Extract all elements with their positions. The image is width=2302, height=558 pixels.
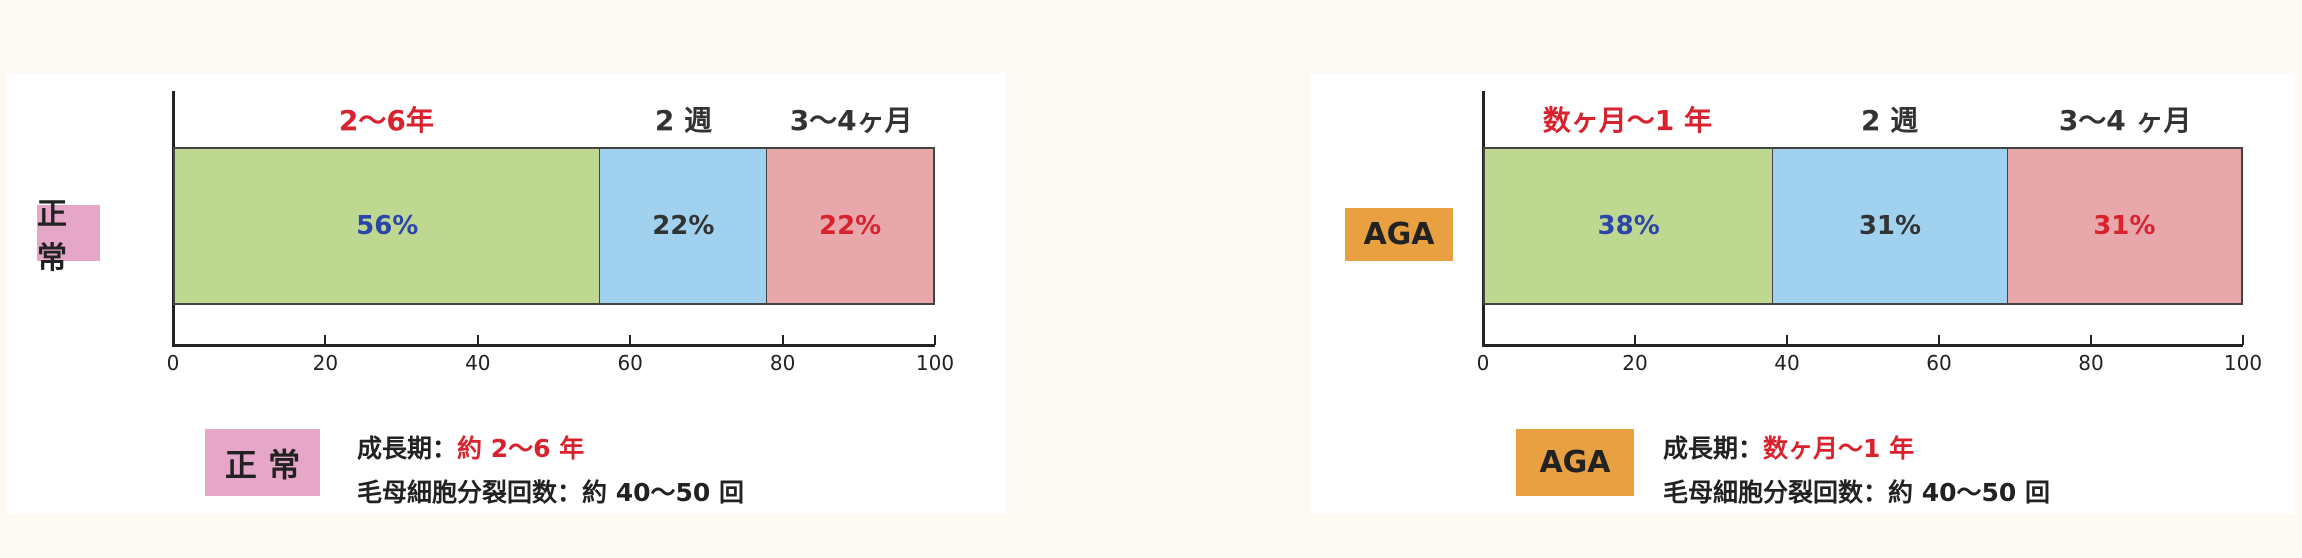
segment-name-label: 2〜6年 bbox=[338, 104, 434, 137]
x-tick bbox=[629, 335, 632, 345]
segment-name-label: 2 週 bbox=[654, 104, 713, 137]
bar-segment: 22% bbox=[599, 149, 767, 303]
x-tick bbox=[324, 335, 327, 345]
x-tick bbox=[2090, 335, 2092, 345]
division-count-line: 毛母細胞分裂回数：約 40〜50 回 bbox=[357, 478, 744, 507]
x-tick-label: 100 bbox=[2223, 351, 2263, 375]
stacked-bar: 56%22%22% bbox=[173, 147, 935, 305]
legend-badge: 正 常 bbox=[205, 429, 320, 496]
growth-period-line: 成長期：数ヶ月〜1 年 bbox=[1663, 427, 2050, 471]
x-tick bbox=[781, 335, 784, 345]
growth-value: 数ヶ月〜1 年 bbox=[1763, 434, 1915, 463]
division-count-line: 毛母細胞分裂回数：約 40〜50 回 bbox=[1663, 478, 2050, 507]
info-text: 成長期：約 2〜6 年毛母細胞分裂回数：約 40〜50 回 bbox=[357, 427, 744, 515]
x-tick bbox=[476, 335, 479, 345]
bar-segment: 31% bbox=[1772, 149, 2007, 303]
x-tick-label: 20 bbox=[1622, 351, 1648, 375]
x-tick bbox=[2242, 335, 2244, 345]
segment-name-label: 3〜4ヶ月 bbox=[789, 104, 913, 137]
x-tick bbox=[934, 335, 936, 345]
x-axis bbox=[1483, 344, 2243, 347]
x-tick-label: 40 bbox=[465, 351, 491, 375]
growth-label: 成長期： bbox=[357, 434, 458, 463]
bar-segment: 31% bbox=[2006, 149, 2241, 303]
legend-badge: AGA bbox=[1516, 429, 1634, 496]
x-tick-label: 100 bbox=[915, 351, 955, 375]
x-tick-label: 40 bbox=[1774, 351, 1800, 375]
bar-segment: 22% bbox=[766, 149, 933, 303]
segment-name-label: 2 週 bbox=[1860, 104, 1919, 137]
category-badge: 正 常 bbox=[37, 197, 100, 276]
bar-segment: 38% bbox=[1485, 149, 1773, 303]
stacked-bar: 38%31%31% bbox=[1483, 147, 2243, 305]
x-tick-label: 0 bbox=[166, 351, 180, 375]
growth-value: 約 2〜6 年 bbox=[457, 434, 585, 463]
x-tick bbox=[1786, 335, 1788, 345]
x-tick-label: 80 bbox=[2078, 351, 2104, 375]
bar-segment: 56% bbox=[175, 149, 600, 303]
x-tick-label: 0 bbox=[1476, 351, 1490, 375]
x-tick-label: 80 bbox=[769, 351, 796, 375]
growth-label: 成長期： bbox=[1663, 434, 1764, 463]
x-tick-label: 20 bbox=[312, 351, 339, 375]
segment-name-label: 3〜4 ヶ月 bbox=[2058, 104, 2192, 137]
x-tick-label: 60 bbox=[617, 351, 643, 375]
x-tick-label: 60 bbox=[1926, 351, 1952, 375]
x-tick bbox=[1634, 335, 1636, 345]
x-tick bbox=[1938, 335, 1940, 345]
info-text: 成長期：数ヶ月〜1 年毛母細胞分裂回数：約 40〜50 回 bbox=[1663, 427, 2050, 515]
category-badge: AGA bbox=[1345, 208, 1453, 261]
x-axis bbox=[173, 344, 935, 347]
segment-name-label: 数ヶ月〜1 年 bbox=[1542, 104, 1713, 137]
growth-period-line: 成長期：約 2〜6 年 bbox=[357, 427, 744, 471]
